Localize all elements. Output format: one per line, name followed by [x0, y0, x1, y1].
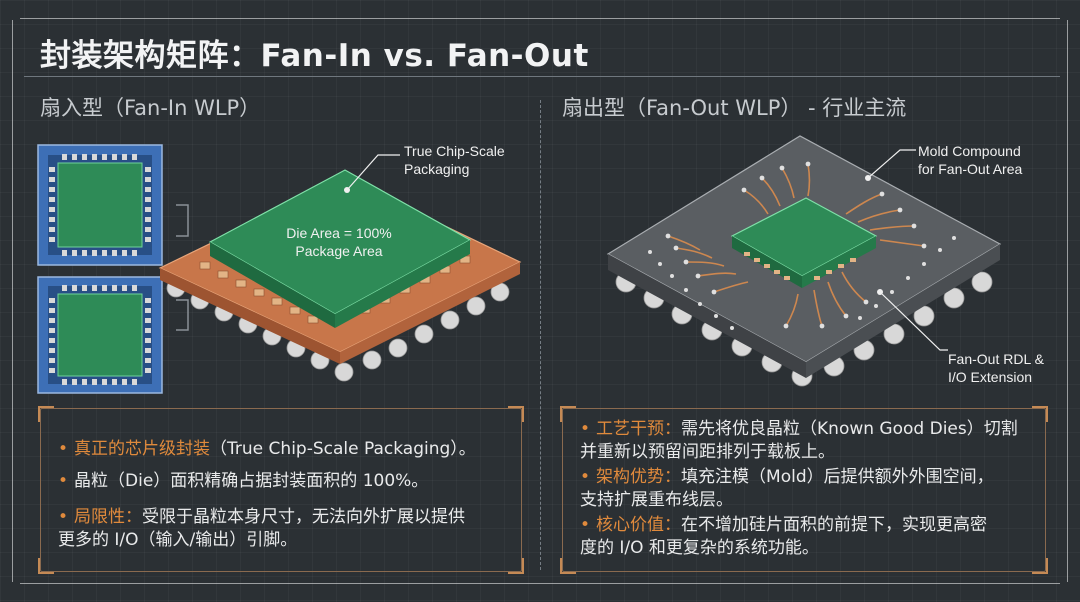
- bullet-text-continued: 更多的 I/O（输入/输出）引脚。: [58, 530, 298, 550]
- bullet-dot: •: [58, 507, 69, 527]
- bullet-highlight: 架构优势：: [596, 467, 682, 487]
- frame-line-top: [20, 18, 1060, 19]
- rdl-callout-line-1: Fan-Out RDL &: [948, 351, 1044, 367]
- section-divider: [540, 100, 541, 570]
- die-area-label-line-1: Die Area = 100%: [286, 225, 392, 241]
- bullet-highlight: 工艺干预：: [596, 419, 682, 439]
- bullet-text: （True Chip-Scale Packaging）。: [210, 439, 476, 459]
- bullet-text: 填充注模（Mold）后提供额外外围空间，: [681, 467, 994, 487]
- bullet-text-continued: 度的 I/O 和更复杂的系统功能。: [580, 538, 819, 558]
- page-title: 封装架构矩阵：Fan-In vs. Fan-Out: [40, 38, 589, 74]
- fan-out-bullet-3: •核心价值：在不增加硅片面积的前提下，实现更高密 度的 I/O 和更复杂的系统功…: [580, 514, 1040, 560]
- rdl-callout-line-2: I/O Extension: [948, 369, 1033, 385]
- fan-in-bullet-1: •真正的芯片级封装（True Chip-Scale Packaging）。: [58, 438, 518, 461]
- fan-out-info-box: [560, 406, 1048, 574]
- bullet-highlight: 核心价值：: [596, 515, 682, 535]
- chip-top-view-icon-2: [37, 276, 163, 394]
- frame-line-right: [1067, 20, 1068, 582]
- rdl-callout: Fan-Out RDL & I/O Extension: [948, 350, 1044, 386]
- die-area-label: Die Area = 100% Package Area: [284, 224, 394, 260]
- frame-line-bottom: [20, 583, 1060, 584]
- bullet-text: 受限于晶粒本身尺寸，无法向外扩展以提供: [142, 507, 466, 527]
- mold-callout-line-2: for Fan-Out Area: [918, 161, 1023, 177]
- fan-out-package-icon: [606, 135, 1002, 387]
- fan-in-bullet-2: •晶粒（Die）面积精确占据封装面积的 100%。: [58, 470, 518, 493]
- fan-in-heading: 扇入型（Fan-In WLP）: [40, 96, 261, 120]
- fan-in-bullet-3: •局限性：受限于晶粒本身尺寸，无法向外扩展以提供 更多的 I/O（输入/输出）引…: [58, 506, 518, 552]
- mold-compound-callout: Mold Compound for Fan-Out Area: [918, 142, 1022, 178]
- fan-in-callout-line-2: Packaging: [404, 161, 470, 177]
- bullet-dot: •: [58, 471, 69, 491]
- bullet-text: 在不增加硅片面积的前提下，实现更高密: [681, 515, 988, 535]
- fan-out-bullet-2: •架构优势：填充注模（Mold）后提供额外外围空间， 支持扩展重布线层。: [580, 466, 1040, 512]
- bullet-text-continued: 支持扩展重布线层。: [580, 490, 733, 510]
- frame-line-left: [12, 20, 13, 582]
- fan-in-info-box: [38, 406, 524, 574]
- fan-out-bullet-1: •工艺干预：需先将优良晶粒（Known Good Dies）切割 并重新以预留间…: [580, 418, 1040, 464]
- bullet-dot: •: [58, 439, 69, 459]
- bullet-highlight: 真正的芯片级封装: [74, 439, 211, 459]
- die-area-label-line-2: Package Area: [295, 243, 383, 259]
- bullet-dot: •: [580, 419, 591, 439]
- title-rule: [24, 76, 1060, 77]
- bullet-dot: •: [580, 467, 591, 487]
- fan-in-callout-line-1: True Chip-Scale: [404, 143, 505, 159]
- chip-top-view-icon: [37, 144, 163, 266]
- bullet-text: 晶粒（Die）面积精确占据封装面积的 100%。: [74, 471, 429, 491]
- mold-callout-line-1: Mold Compound: [918, 143, 1021, 159]
- fan-in-package-icon: [158, 154, 522, 382]
- bullet-text-continued: 并重新以预留间距排列于载板上。: [580, 442, 835, 462]
- fan-out-heading: 扇出型（Fan-Out WLP） - 行业主流: [562, 96, 907, 120]
- fan-in-callout: True Chip-Scale Packaging: [404, 142, 505, 178]
- bullet-text: 需先将优良晶粒（Known Good Dies）切割: [681, 419, 1018, 439]
- bullet-highlight: 局限性：: [74, 507, 143, 527]
- bullet-dot: •: [580, 515, 591, 535]
